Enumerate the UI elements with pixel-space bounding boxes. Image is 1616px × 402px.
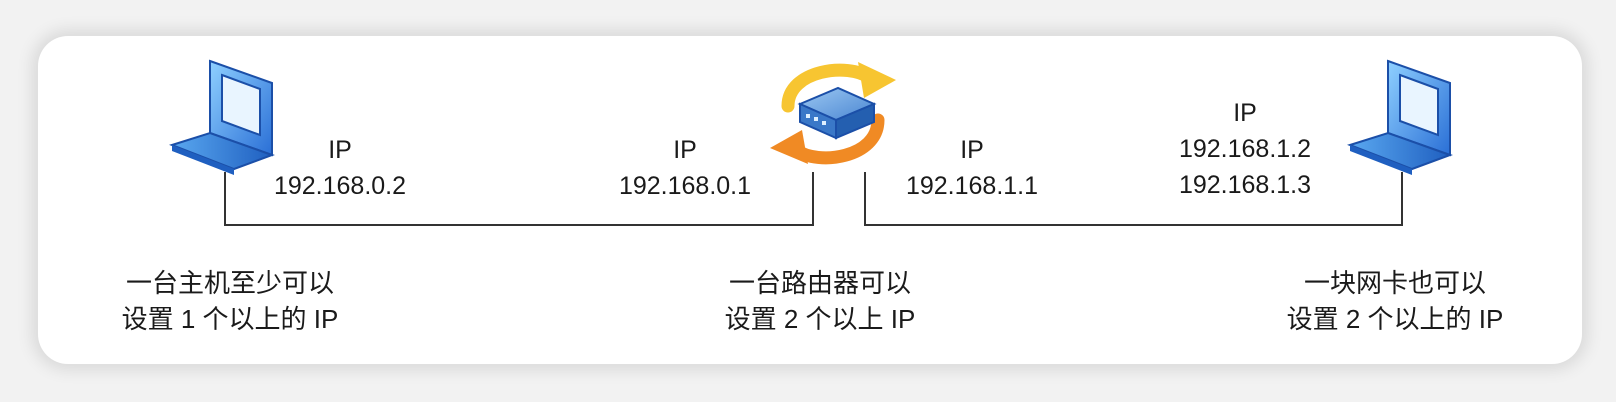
right-link-line — [864, 172, 1403, 226]
router-right-ip: 192.168.1.1 — [905, 172, 1039, 200]
router-caption-1: 一台路由器可以 — [728, 268, 911, 298]
left-host-ip: 192.168.0.2 — [273, 172, 407, 200]
left-link-line — [224, 172, 814, 226]
left-host-ip-label: IP — [328, 136, 352, 164]
left-host-caption-1: 一台主机至少可以 — [125, 268, 334, 298]
router-icon — [770, 62, 896, 165]
left-host-caption-2: 设置 1 个以上的 IP — [121, 304, 339, 334]
right-host-caption-1: 一块网卡也可以 — [1303, 268, 1486, 298]
right-host-caption-2: 设置 2 个以上的 IP — [1286, 304, 1504, 334]
laptop-icon — [168, 59, 275, 175]
router-left-ip: 192.168.0.1 — [618, 172, 752, 200]
router-right-ip-label: IP — [960, 136, 984, 164]
right-host-ip-2: 192.168.1.3 — [1178, 171, 1312, 199]
laptop-icon — [1346, 59, 1453, 175]
right-host-ip-1: 192.168.1.2 — [1178, 135, 1312, 163]
right-host-ip-label: IP — [1233, 99, 1257, 127]
diagram-card — [38, 36, 1582, 364]
router-left-ip-label: IP — [673, 136, 697, 164]
router-caption-2: 设置 2 个以上 IP — [724, 304, 916, 334]
